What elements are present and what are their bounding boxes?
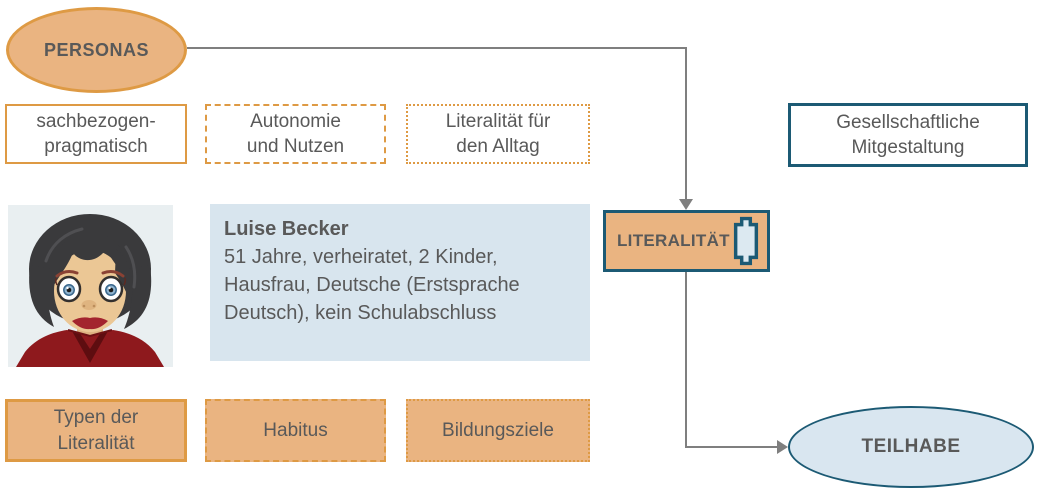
tag-autonomie-und-nutzen: Autonomie und Nutzen <box>205 104 386 164</box>
personas-label: PERSONAS <box>43 39 150 60</box>
tag-bildungsziele: Bildungsziele <box>406 399 590 462</box>
tag-label: Typen der Literalität <box>53 407 139 454</box>
tag-habitus: Habitus <box>205 399 386 462</box>
connector-literalitaet-down <box>685 272 687 447</box>
woman-avatar-icon <box>8 205 173 367</box>
teilhabe-label: TEILHABE <box>861 436 961 457</box>
tag-label: Habitus <box>263 419 328 441</box>
literalitaet-node: LITERALITÄT <box>603 210 770 272</box>
literalitaet-label: LITERALITÄT <box>617 231 730 250</box>
tag-label: Bildungsziele <box>442 419 554 441</box>
tag-label: sachbezogen-pragmatisch <box>36 110 156 157</box>
gesellschaftliche-mitgestaltung-box: Gesellschaftliche Mitgestaltung <box>788 103 1028 167</box>
gesellschaftliche-mitgestaltung-label: Gesellschaftliche Mitgestaltung <box>836 111 980 158</box>
plaque-icon <box>733 216 759 266</box>
connector-to-teilhabe <box>685 446 777 448</box>
tag-literalitaet-fuer-den-alltag: Literalität für den Alltag <box>406 104 590 164</box>
persona-info-card: Luise Becker 51 Jahre, verheiratet, 2 Ki… <box>210 204 590 361</box>
connector-personas-horizontal <box>187 47 687 49</box>
arrowhead-down-icon <box>679 199 693 210</box>
persona-details: 51 Jahre, verheiratet, 2 Kinder, Hausfra… <box>224 246 520 324</box>
tag-label: Literalität für den Alltag <box>445 110 551 157</box>
teilhabe-node: TEILHABE <box>788 406 1034 488</box>
personas-node: PERSONAS <box>6 7 187 93</box>
arrowhead-right-icon <box>777 440 788 454</box>
connector-personas-to-literalitaet <box>685 47 687 199</box>
tag-label: Autonomie und Nutzen <box>246 110 345 157</box>
woman-avatar-image <box>8 205 173 367</box>
persona-name: Luise Becker <box>224 218 349 240</box>
tag-typen-der-literalitaet: Typen der Literalität <box>5 399 187 462</box>
tag-sachbezogen-pragmatisch: sachbezogen-pragmatisch <box>5 104 187 164</box>
